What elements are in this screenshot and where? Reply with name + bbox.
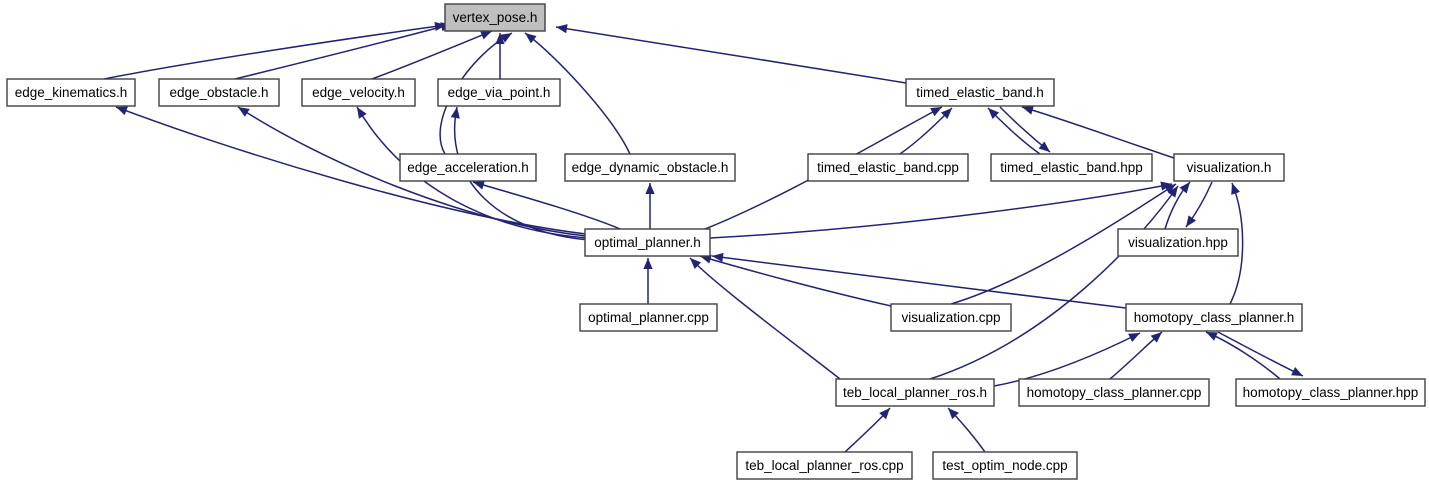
edge-edge_velocity_h-to-vertex_pose_h (371, 30, 493, 80)
nodes-layer: vertex_pose.hvertex_pose.h edge_kinematic… (6, 3, 1426, 480)
arrowhead-homotopy_class_planner_hpp-to-homotopy_class_planner_h (1206, 332, 1218, 341)
node-box-teb_local_planner_ros_cpp[interactable] (736, 451, 913, 480)
arrowhead-optimal_planner_cpp-to-optimal_planner_h (643, 258, 653, 269)
node-vertex_pose_h[interactable]: vertex_pose.hvertex_pose.h (444, 3, 546, 32)
node-box-homotopy_class_planner_cpp[interactable] (1018, 378, 1210, 407)
edge-visualization_h-to-timed_elastic_band_h (1021, 106, 1175, 159)
edges-layer (103, 21, 1304, 453)
node-box-homotopy_class_planner_h[interactable] (1125, 303, 1303, 332)
node-box-visualization_hpp[interactable] (1117, 228, 1239, 257)
arrowhead-edge_acceleration_h-to-vertex_pose_h (500, 33, 512, 43)
arrowhead-timed_elastic_band_h-to-vertex_pose_h (556, 24, 568, 34)
edge-edge_dynamic_obstacle_h-to-vertex_pose_h (524, 32, 631, 155)
edge-edge_kinematics_h-to-vertex_pose_h (103, 24, 447, 80)
arrowhead-test_optim_node_cpp-to-teb_local_planner_ros_h (948, 408, 959, 420)
node-optimal_planner_cpp[interactable]: optimal_planner.cppoptimal_planner.cpp (579, 303, 718, 332)
node-homotopy_class_planner_h[interactable]: homotopy_class_planner.hhomotopy_class_p… (1125, 303, 1303, 332)
arrowhead-visualization_h-to-timed_elastic_band_h (1022, 105, 1034, 115)
arrowhead-visualization_h-to-visualization_hpp (1186, 215, 1197, 227)
node-timed_elastic_band_hpp[interactable]: timed_elastic_band.hpptimed_elastic_band… (990, 153, 1153, 182)
node-box-timed_elastic_band_cpp[interactable] (807, 153, 969, 182)
arrowhead-homotopy_class_planner_cpp-to-homotopy_class_planner_h (1150, 332, 1162, 343)
arrowhead-homotopy_class_planner_h-to-visualization_h (1231, 183, 1240, 195)
arrowhead-homotopy_class_planner_h-to-optimal_planner_h (712, 252, 724, 263)
node-timed_elastic_band_cpp[interactable]: timed_elastic_band.cpptimed_elastic_band… (807, 153, 969, 182)
node-box-edge_dynamic_obstacle_h[interactable] (564, 153, 736, 182)
node-teb_local_planner_ros_h[interactable]: teb_local_planner_ros.hteb_local_planner… (835, 378, 995, 407)
node-homotopy_class_planner_hpp[interactable]: homotopy_class_planner.hpphomotopy_class… (1235, 378, 1426, 407)
edge-teb_local_planner_ros_h-to-homotopy_class_planner_h (993, 332, 1141, 387)
node-box-edge_kinematics_h[interactable] (6, 78, 136, 107)
edge-visualization_cpp-to-visualization_h (950, 183, 1177, 305)
arrowhead-optimal_planner_h-to-edge_acceleration_h (473, 180, 485, 190)
node-box-vertex_pose_h[interactable] (444, 3, 546, 32)
node-box-optimal_planner_cpp[interactable] (579, 303, 718, 332)
edge-optimal_planner_h-to-visualization_h (709, 183, 1173, 239)
arrowhead-timed_elastic_band_hpp-to-timed_elastic_band_h (988, 108, 1000, 120)
node-box-visualization_h[interactable] (1173, 153, 1285, 182)
arrowhead-optimal_planner_h-to-edge_via_point_h (450, 107, 460, 119)
edge-optimal_planner_h-to-edge_obstacle_h (237, 106, 587, 237)
arrowhead-optimal_planner_h-to-timed_elastic_band_h (930, 107, 942, 117)
node-homotopy_class_planner_cpp[interactable]: homotopy_class_planner.cpphomotopy_class… (1018, 378, 1210, 407)
edge-visualization_cpp-to-optimal_planner_h (699, 255, 892, 307)
node-box-edge_via_point_h[interactable] (437, 78, 561, 107)
node-box-timed_elastic_band_h[interactable] (905, 78, 1055, 107)
arrowhead-teb_local_planner_ros_h-to-homotopy_class_planner_h (1128, 333, 1140, 342)
edge-homotopy_class_planner_h-to-visualization_h (1229, 182, 1244, 305)
arrowhead-optimal_planner_h-to-edge_dynamic_obstacle_h (645, 183, 655, 194)
arrowhead-visualization_cpp-to-optimal_planner_h (700, 254, 712, 264)
arrowhead-teb_local_planner_ros_h-to-visualization_h (1167, 186, 1178, 198)
node-box-visualization_cpp[interactable] (890, 303, 1012, 332)
arrowhead-timed_elastic_band_cpp-to-timed_elastic_band_h (940, 108, 952, 120)
arrowhead-teb_local_planner_ros_cpp-to-teb_local_planner_ros_h (879, 408, 890, 420)
edge-optimal_planner_h-to-edge_acceleration_h (472, 181, 621, 230)
arrowhead-optimal_planner_h-to-edge_obstacle_h (238, 107, 250, 117)
edge-edge_obstacle_h-to-vertex_pose_h (234, 23, 453, 80)
node-box-edge_velocity_h[interactable] (301, 78, 416, 107)
node-box-timed_elastic_band_hpp[interactable] (990, 153, 1153, 182)
node-teb_local_planner_ros_cpp[interactable]: teb_local_planner_ros.cppteb_local_plann… (736, 451, 913, 480)
edge-teb_local_planner_ros_h-to-visualization_h (929, 185, 1179, 380)
node-box-test_optim_node_cpp[interactable] (932, 451, 1078, 480)
arrowhead-timed_elastic_band_h-to-timed_elastic_band_hpp (1038, 141, 1050, 152)
node-box-edge_obstacle_h[interactable] (158, 78, 280, 107)
node-box-homotopy_class_planner_hpp[interactable] (1235, 378, 1426, 407)
edge-timed_elastic_band_h-to-vertex_pose_h (555, 26, 907, 84)
edge-homotopy_class_planner_h-to-homotopy_class_planner_hpp (1217, 331, 1304, 377)
arrowhead-optimal_planner_h-to-edge_velocity_h (357, 107, 367, 119)
node-box-optimal_planner_h[interactable] (584, 228, 711, 257)
node-box-teb_local_planner_ros_h[interactable] (835, 378, 995, 407)
arrowhead-optimal_planner_h-to-edge_kinematics_h (116, 106, 128, 116)
edge-homotopy_class_planner_hpp-to-homotopy_class_planner_h (1205, 331, 1281, 380)
arrowhead-homotopy_class_planner_h-to-homotopy_class_planner_hpp (1291, 367, 1303, 376)
edge-optimal_planner_h-to-edge_via_point_h (453, 106, 591, 241)
arrowhead-edge_dynamic_obstacle_h-to-vertex_pose_h (525, 33, 537, 44)
arrowhead-visualization_hpp-to-visualization_h (1179, 182, 1190, 194)
node-box-edge_acceleration_h[interactable] (399, 153, 537, 182)
edge-teb_local_planner_ros_h-to-optimal_planner_h (689, 257, 841, 380)
arrowhead-edge_velocity_h-to-vertex_pose_h (480, 30, 492, 40)
edge-homotopy_class_planner_h-to-optimal_planner_h (711, 255, 1127, 309)
node-edge_dynamic_obstacle_h[interactable]: edge_dynamic_obstacle.hedge_dynamic_obst… (564, 153, 736, 182)
arrowhead-teb_local_planner_ros_h-to-optimal_planner_h (690, 258, 702, 269)
arrowhead-optimal_planner_h-to-visualization_h (1160, 181, 1172, 191)
